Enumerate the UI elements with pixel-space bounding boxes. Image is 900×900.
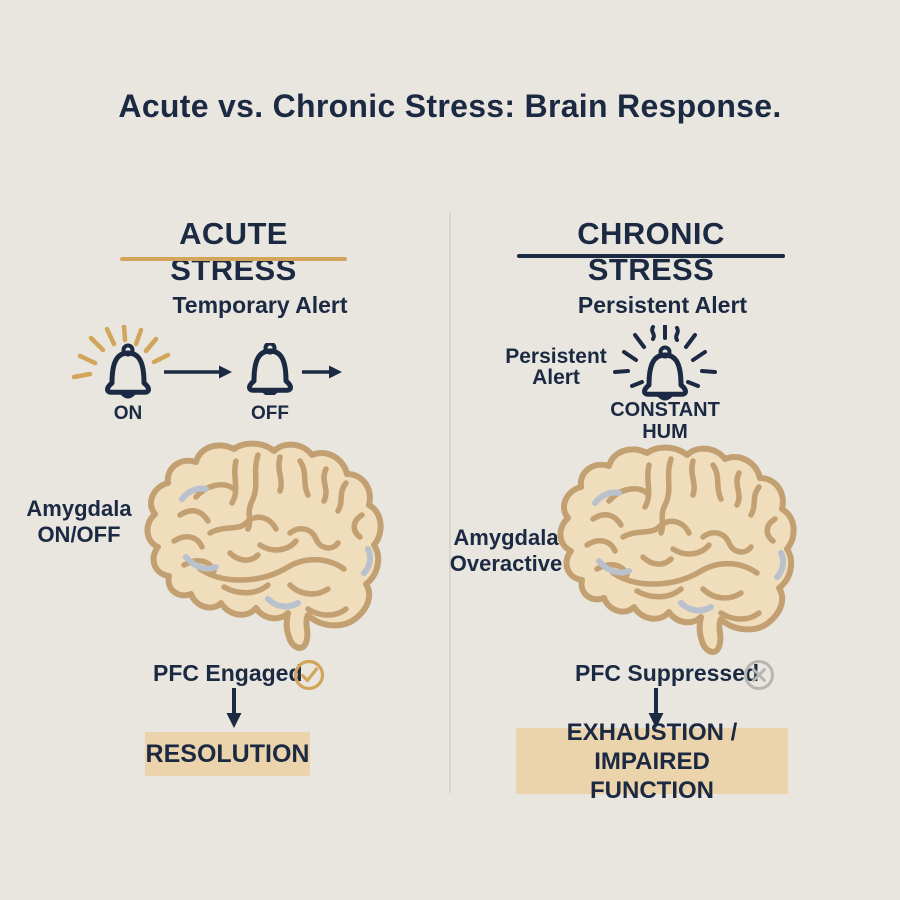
pfc-suppressed-label: PFC Suppressed xyxy=(575,660,760,686)
amygdala-overactive-label: Amygdala Overactive xyxy=(449,525,563,576)
arrow-down-icon xyxy=(648,688,664,728)
column-divider xyxy=(449,213,451,793)
brain-illustration xyxy=(140,437,392,653)
resolution-box: RESOLUTION xyxy=(145,732,310,776)
chronic-subheader: Persistent Alert xyxy=(577,292,748,318)
x-circle-icon xyxy=(744,660,774,690)
bell-on-label: ON xyxy=(113,403,143,424)
persistent-alert-side-label: Persistent Alert xyxy=(505,345,607,389)
arrow-right-icon xyxy=(164,365,232,379)
bell-icon xyxy=(247,343,293,395)
bell-off-label: OFF xyxy=(251,403,289,424)
arrow-right-icon xyxy=(302,365,342,379)
amygdala-label: Amygdala ON/OFF xyxy=(26,496,132,547)
acute-subheader: Temporary Alert xyxy=(172,292,348,318)
chronic-header-underline xyxy=(517,254,785,258)
exhaustion-box: EXHAUSTION / IMPAIRED FUNCTION xyxy=(516,719,788,804)
chronic-header: CHRONIC STRESS xyxy=(577,216,725,287)
bell-humming-icon xyxy=(613,325,717,421)
brain-illustration xyxy=(553,441,805,657)
acute-header: ACUTE STRESS xyxy=(170,216,297,287)
bell-ringing-icon xyxy=(71,325,171,421)
page-title: Acute vs. Chronic Stress: Brain Response… xyxy=(118,88,782,124)
arrow-down-icon xyxy=(226,688,242,728)
acute-header-underline xyxy=(120,257,347,261)
check-circle-icon xyxy=(293,659,325,691)
pfc-engaged-label: PFC Engaged xyxy=(153,660,303,686)
constant-hum-label: CONSTANT HUM xyxy=(610,399,720,443)
